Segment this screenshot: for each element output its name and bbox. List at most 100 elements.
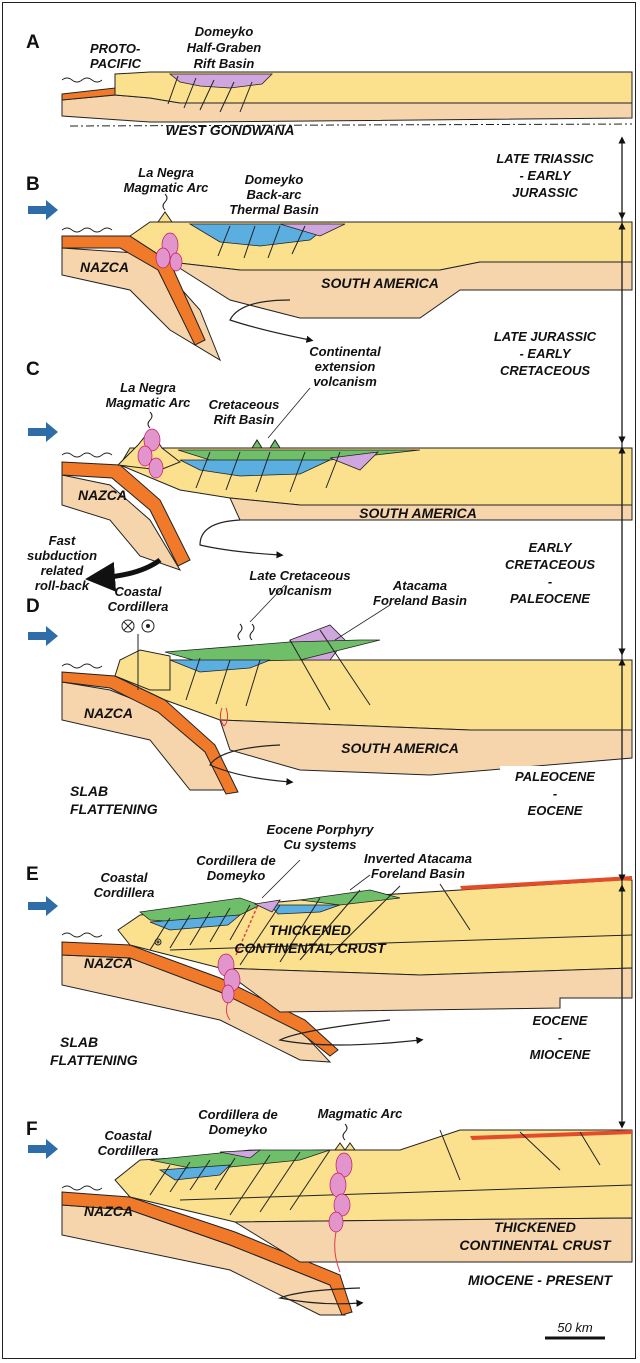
geologic-feature (149, 458, 163, 478)
diagram-label: Domeyko (195, 24, 254, 39)
geologic-feature (252, 440, 262, 448)
diagram-label: FLATTENING (70, 801, 158, 817)
diagram-label: 50 km (557, 1320, 593, 1335)
sea-wave (62, 453, 112, 457)
diagram-label: Late Cretaceous (249, 568, 350, 583)
geologic-feature (156, 248, 170, 268)
diagram-label: THICKENED (494, 1219, 576, 1235)
diagram-label: SLAB (60, 1034, 98, 1050)
diagram-label: LATE TRIASSIC (496, 151, 594, 166)
geologic-feature (170, 253, 182, 271)
diagram-label: Cordillera (94, 885, 155, 900)
geologic-feature (147, 625, 150, 628)
diagram-label: volcanism (313, 374, 377, 389)
diagram-label: THICKENED (269, 922, 351, 938)
panel-a: A PROTO- PACIFIC Domeyko Half-Graben Rif… (26, 24, 632, 138)
diagram-label: La Negra (138, 165, 194, 180)
diagram-label: D (26, 596, 40, 617)
geologic-feature (330, 1173, 346, 1197)
diagram-label: Fast (49, 533, 76, 548)
diagram-label: CONTINENTAL CRUST (459, 1237, 612, 1253)
diagram-label: - EARLY (519, 346, 571, 361)
diagram-label: Atacama (392, 578, 447, 593)
diagram-label: SOUTH AMERICA (341, 740, 459, 756)
diagram-label: F (26, 1119, 38, 1140)
diagram-label: Cordillera de (196, 853, 275, 868)
diagram-label: NAZCA (84, 705, 133, 721)
sea-wave (62, 1186, 102, 1190)
panel-f: F Magmatic Arc Coastal Cordillera Cordil… (26, 1106, 632, 1315)
diagram-label: B (26, 174, 40, 195)
volcanoes (335, 1143, 355, 1150)
dashed-base (70, 124, 632, 126)
diagram-label: Continental (309, 344, 381, 359)
diagram-label: PALEOCENE (510, 591, 590, 606)
diagram-label: NAZCA (78, 487, 127, 503)
diagram-label: JURASSIC (512, 185, 578, 200)
diagram-label: CRETACEOUS (505, 557, 595, 572)
diagram-label: Coastal (105, 1128, 152, 1143)
geologic-feature (250, 624, 254, 640)
geologic-feature (350, 875, 370, 890)
diagram-label: Back-arc (247, 187, 303, 202)
diagram-label: EARLY (528, 540, 572, 555)
diagram-label: Domeyko (207, 868, 266, 883)
diagram-label: PALEOCENE (515, 769, 595, 784)
diagram-label: CRETACEOUS (500, 363, 590, 378)
convergence-arrow (28, 626, 58, 646)
diagram-label: WEST GONDWANA (165, 122, 294, 138)
continental-crust (115, 660, 632, 730)
diagram-label: Domeyko (209, 1122, 268, 1137)
diagram-label: Thermal Basin (229, 202, 319, 217)
diagram-label: PACIFIC (90, 56, 142, 71)
sea-wave (62, 228, 112, 232)
diagram-label: Eocene Porphyry (267, 822, 375, 837)
geologic-feature (329, 1212, 343, 1232)
geologic-feature (222, 985, 234, 1003)
diagram-label: Cordillera (98, 1143, 159, 1158)
flow-arrow (200, 520, 280, 555)
diagram-label: MIOCENE (530, 1047, 591, 1062)
sea-wave (62, 933, 102, 937)
diagram-label: Foreland Basin (373, 593, 467, 608)
diagram-label: extension (315, 359, 376, 374)
convergence-arrow (28, 896, 58, 916)
diagram-label: Half-Graben (187, 40, 261, 55)
diagram-label: - (548, 574, 552, 589)
diagram-label: Rift Basin (194, 56, 255, 71)
continental-lower (220, 968, 632, 1012)
diagram-label: La Negra (120, 380, 176, 395)
diagram-label: - EARLY (519, 168, 571, 183)
sea-wave (62, 78, 102, 82)
convergence-arrow (28, 422, 58, 442)
diagram-label: SLAB (70, 783, 108, 799)
sea-wave (62, 664, 102, 668)
diagram-label: MIOCENE - PRESENT (468, 1272, 613, 1288)
volcano (158, 212, 172, 222)
geologic-feature (124, 622, 132, 630)
diagram-label: FLATTENING (50, 1052, 138, 1068)
eruption (163, 194, 167, 210)
diagram-label: Coastal (115, 584, 162, 599)
diagram-label: Rift Basin (214, 412, 275, 427)
geologic-feature (270, 440, 280, 448)
convergence-arrow (28, 200, 58, 220)
diagram-label: subduction (27, 548, 97, 563)
scale-bar: 50 km (545, 1320, 605, 1338)
convergence-arrow (28, 1139, 58, 1159)
diagram-label: NAZCA (84, 1203, 133, 1219)
diagram-label: Foreland Basin (371, 866, 465, 881)
diagram-label: roll-back (35, 578, 90, 593)
diagram-label: Cu systems (284, 837, 357, 852)
diagram-label: NAZCA (80, 259, 129, 275)
diagram-label: Domeyko (245, 172, 304, 187)
diagram-label: Magmatic Arc (124, 180, 210, 195)
diagram-label: Cretaceous (209, 397, 280, 412)
diagram-label: CONTINENTAL CRUST (234, 940, 387, 956)
geologic-feature (335, 605, 390, 640)
diagram-label: SOUTH AMERICA (359, 505, 477, 521)
diagram-label: Magmatic Arc (318, 1106, 404, 1121)
rift-volcanoes (252, 440, 280, 448)
diagram-label: Coastal (101, 870, 148, 885)
